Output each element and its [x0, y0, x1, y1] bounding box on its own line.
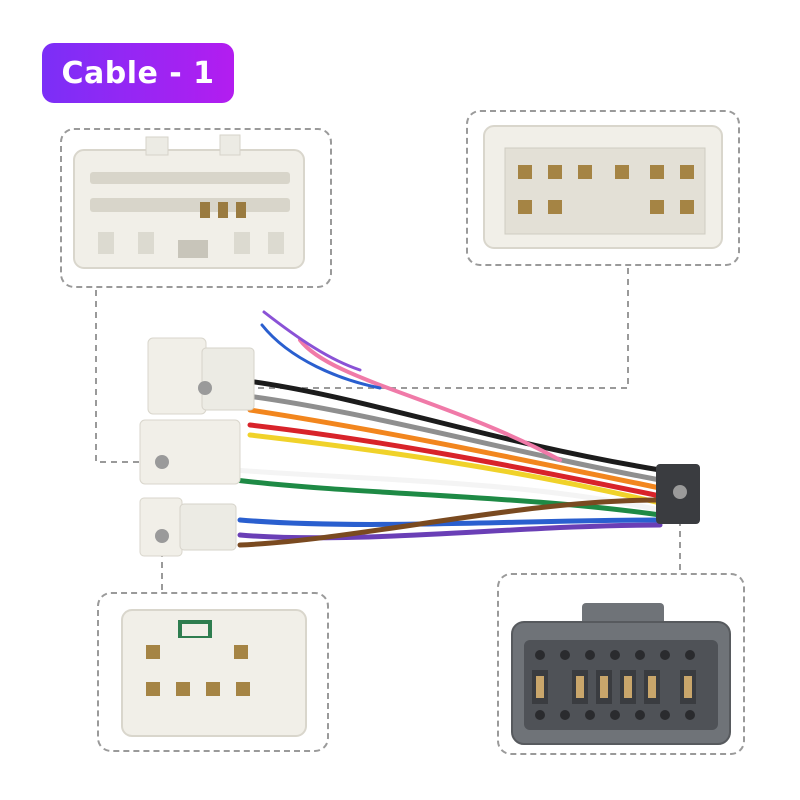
main-connector-closeup [73, 134, 305, 269]
wire-bundle [232, 310, 663, 548]
cable-title-label: Cable - 1 [61, 55, 215, 91]
secondary-connector-closeup [483, 125, 723, 249]
leader-tl [95, 290, 160, 463]
leader-tr [205, 268, 629, 389]
small-connector-closeup [121, 609, 307, 737]
iso-plug-closeup [511, 603, 731, 745]
cable-title-badge: Cable - 1 [42, 43, 234, 103]
harness-connectors [139, 337, 700, 557]
